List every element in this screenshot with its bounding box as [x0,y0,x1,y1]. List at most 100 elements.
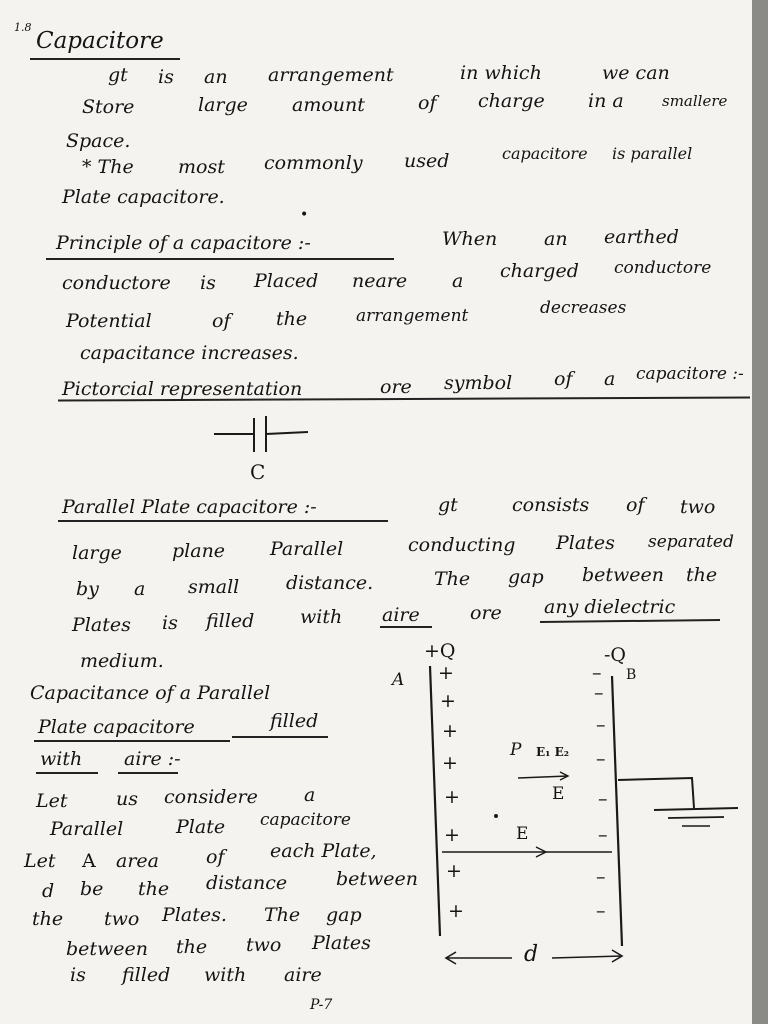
word: of [418,92,437,114]
plate-b-label: B [626,667,637,683]
word: in which [460,62,542,84]
capacitance-heading-line1: Capacitance of a Parallel [30,682,271,704]
word: the [138,878,170,900]
arrow-head-icon [444,951,457,965]
minus-sign: – [596,748,606,770]
word: Store [82,96,135,118]
plate-b-line [610,675,624,947]
word: in a [588,90,624,112]
word: gt [108,64,128,86]
word: ore [470,602,502,624]
distance-label: d [524,942,539,967]
word: considere [164,786,258,808]
plus-sign: + [442,720,458,742]
word: be [80,878,104,900]
minus-q-label: -Q [604,644,626,666]
word: is [200,272,216,294]
word: Plate capacitore. [62,186,225,208]
word: amount [292,94,365,116]
word: gap [508,566,544,588]
word-underline [380,626,432,628]
ink-dot: • [300,207,309,223]
word: Plate [176,816,226,838]
word: an [204,66,228,88]
word: capacitore :- [636,364,744,384]
ground-symbol-icon [667,816,725,819]
plus-sign: + [444,786,460,808]
word: with [204,964,247,986]
word: Plates [312,932,371,954]
word: capacitance increases. [80,342,299,364]
distance-arrow-right [551,955,623,959]
word: plane [172,540,226,562]
word: between [582,564,665,586]
word: a [452,270,464,292]
minus-sign: – [598,824,608,846]
heading-underline [34,740,230,742]
word: aire [382,604,420,626]
word: charged [500,260,579,282]
word: decreases [540,298,627,318]
plus-sign: + [442,752,458,774]
word: smallere [662,92,728,110]
e-vector-label: E [552,784,565,804]
word: by [76,578,99,600]
word: charge [478,90,545,112]
ink-dot [494,814,498,818]
word: A [82,850,96,872]
word: most [178,156,225,178]
word: of [554,368,573,390]
minus-sign: – [596,866,606,888]
word: gap [326,904,362,926]
word: us [116,788,138,810]
symbol-label: C [250,460,266,484]
word: * The [82,156,134,178]
word: filled [122,964,171,986]
word: The [264,904,301,926]
minus-sign: – [596,714,606,736]
minus-sign: – [592,662,602,684]
heading-underline [58,520,388,522]
word: distance. [286,572,374,594]
ground-symbol-icon [653,807,739,811]
word: of [212,310,231,332]
word: filled [206,610,255,632]
word: between [336,868,419,890]
word: large [72,542,122,564]
plate-a-line [428,665,442,937]
word: separated [648,532,734,552]
plus-sign: + [440,690,456,712]
word: consists [512,494,590,516]
word: the [686,564,718,586]
word: a [604,368,616,390]
word: Plates. [162,904,227,926]
plus-sign: + [438,662,454,684]
word: aire [284,964,322,986]
word: arrangement [356,306,469,326]
heading-underline [232,736,328,738]
word: gt [438,494,458,516]
heading-underline [36,772,98,774]
arrow-head-icon [559,771,570,781]
word: Space. [66,130,131,152]
word: an [544,228,568,250]
minus-sign: – [598,788,608,810]
capacitance-heading-line3b: aire :- [124,748,181,770]
word: conductore [62,272,171,294]
page-number: P-7 [310,997,333,1013]
word: two [246,934,282,956]
word: capacitore [260,810,351,830]
plus-q-label: +Q [424,640,456,662]
word: neare [352,270,408,292]
word: d [42,880,55,902]
word: medium. [80,650,164,672]
word: Parallel [270,538,344,560]
parallel-heading: Parallel Plate capacitore :- [62,496,317,518]
word: small [188,576,240,598]
word: we can [602,62,670,84]
word: arrangement [268,64,394,86]
word: the [176,936,208,958]
word: a [134,578,146,600]
word: When [442,228,498,250]
